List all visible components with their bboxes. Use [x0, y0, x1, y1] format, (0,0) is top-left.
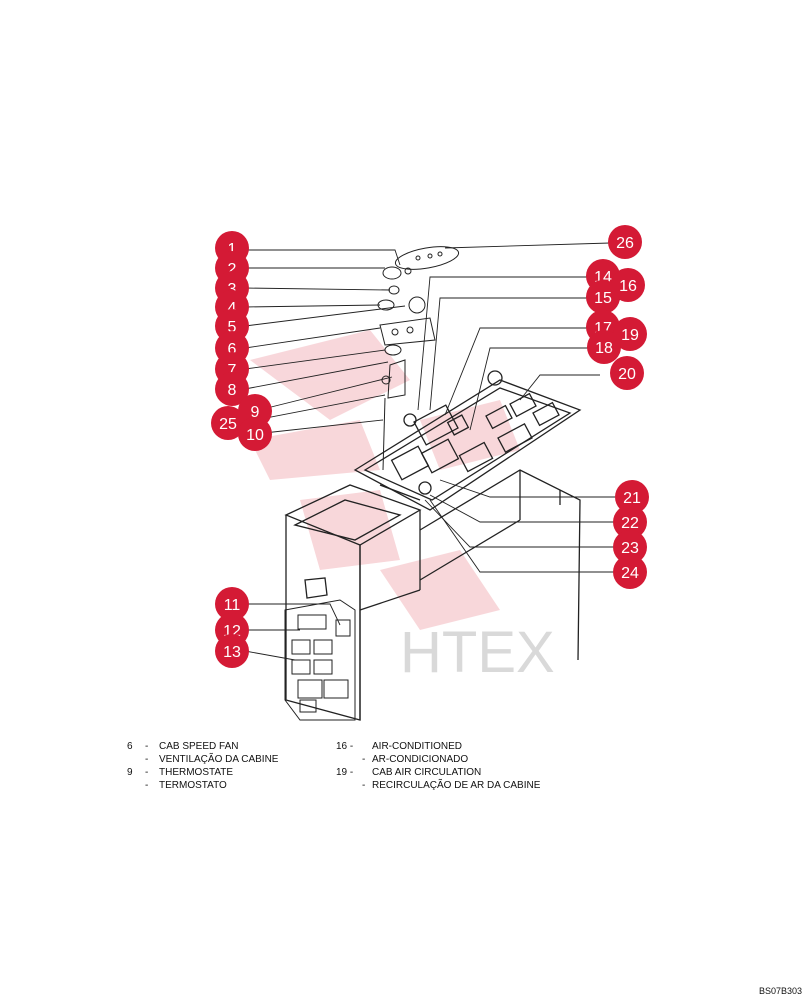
legend-dash — [362, 740, 372, 753]
legend-dash: - — [145, 754, 149, 765]
legend-row: 16 - AIR-CONDITIONED — [336, 740, 540, 753]
callout-number: 25 — [219, 416, 237, 433]
legend-num — [127, 779, 145, 792]
legend-dash — [362, 766, 372, 779]
watermark-text: HTEX — [400, 620, 555, 685]
legend-text: VENTILAÇÃO DA CABINE — [159, 754, 279, 765]
callout-circle — [215, 372, 249, 406]
callout-number: 16 — [619, 278, 637, 295]
document-code: BS07B303 — [758, 986, 802, 996]
callout-circle — [215, 587, 249, 621]
legend-dash: - — [145, 767, 149, 778]
legend-num — [127, 753, 145, 766]
callout-number: 5 — [228, 319, 237, 336]
legend-text: AIR-CONDITIONED — [372, 741, 462, 752]
legend-text: CAB AIR CIRCULATION — [372, 767, 482, 778]
callout-number: 11 — [224, 597, 241, 614]
callout-number: 13 — [223, 644, 241, 661]
callout-circle — [586, 280, 620, 314]
callout-number: 9 — [251, 404, 260, 421]
callout-number: 19 — [621, 327, 639, 344]
legend-row: -VENTILAÇÃO DA CABINE — [127, 753, 278, 766]
callout-circle — [608, 225, 642, 259]
callout-circle — [615, 480, 649, 514]
fuse-relay-box — [284, 599, 356, 721]
legend-num: 19 - — [336, 767, 354, 778]
callout-circle — [613, 317, 647, 351]
legend-text: THERMOSTATE — [159, 767, 234, 778]
legend-row: 9 -THERMOSTATE — [127, 766, 278, 779]
legend-row: -RECIRCULAÇÃO DE AR DA CABINE — [336, 779, 540, 792]
callout-circle — [610, 356, 644, 390]
callout-number: 10 — [246, 427, 264, 444]
callout-number: 26 — [616, 235, 634, 252]
callout-number: 18 — [595, 340, 613, 357]
legend-text: AR-CONDICIONADO — [372, 754, 469, 765]
callout-circle — [613, 530, 647, 564]
callout-number: 6 — [228, 341, 237, 358]
callout-number: 8 — [228, 382, 237, 399]
legend-dash: - — [145, 741, 149, 752]
control-panel — [353, 370, 582, 511]
legend-dash: - — [362, 754, 366, 765]
callout-number: 15 — [594, 290, 612, 307]
callout-number: 4 — [228, 300, 237, 317]
callout-number: 21 — [623, 490, 641, 507]
legend-text: TERMOSTATO — [159, 780, 227, 791]
watermark-logo — [250, 330, 520, 630]
legend-num — [336, 779, 362, 792]
callout-circle — [215, 634, 249, 668]
callout-number: 3 — [228, 281, 237, 298]
callout-number: 20 — [618, 366, 636, 383]
callout-circle — [613, 555, 647, 589]
legend-row: 19 - CAB AIR CIRCULATION — [336, 766, 540, 779]
legend-dash: - — [362, 780, 366, 791]
callout-number: 22 — [621, 515, 639, 532]
legend-row: -AR-CONDICIONADO — [336, 753, 540, 766]
callout-number: 7 — [228, 362, 237, 379]
legend-text: CAB SPEED FAN — [159, 741, 239, 752]
callout-circle — [613, 505, 647, 539]
legend-row: 6 -CAB SPEED FAN — [127, 740, 278, 753]
console-cabinet — [284, 469, 581, 721]
legend-num: 9 — [127, 767, 133, 778]
legend-text: RECIRCULAÇÃO DE AR DA CABINE — [372, 780, 541, 791]
callout-circle — [587, 330, 621, 364]
legend-num: 6 — [127, 741, 133, 752]
legend-row: -TERMOSTATO — [127, 779, 278, 792]
legend-num: 16 - — [336, 741, 354, 752]
callout-number: 24 — [621, 565, 639, 582]
exploded-parts — [377, 246, 460, 471]
callout-number: 1 — [228, 241, 237, 258]
callout-number: 23 — [621, 540, 639, 557]
legend-dash: - — [145, 780, 149, 791]
callout-circle — [211, 406, 245, 440]
callout-circle — [238, 417, 272, 451]
callout-number: 2 — [228, 261, 237, 278]
legend-num — [336, 753, 362, 766]
